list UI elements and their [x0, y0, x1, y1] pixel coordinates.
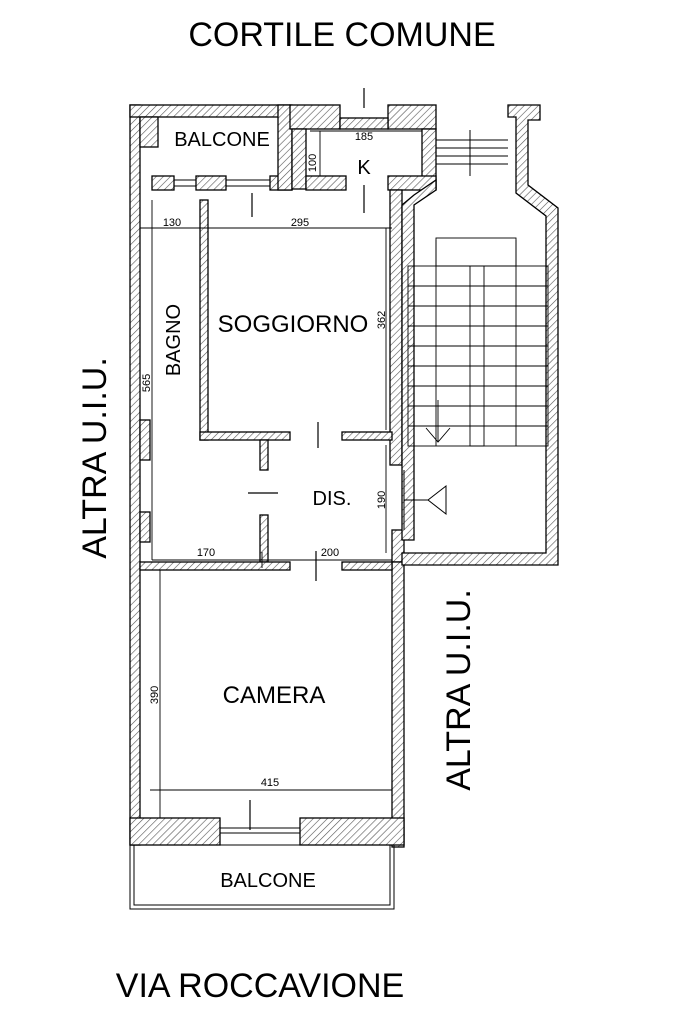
wall-kitchen-top-a — [289, 104, 341, 130]
label-altra-uiu-left: ALTRA U.I.U. — [76, 357, 114, 559]
wall-living-bottom-b — [341, 431, 393, 441]
dim-hall-width-2: 200 — [321, 547, 339, 559]
stairs-landing — [435, 237, 517, 267]
entrance-triangle-icon — [427, 484, 447, 516]
wall-balcone-base-left — [151, 175, 175, 191]
stairs — [407, 237, 549, 447]
dim-living-height: 362 — [376, 311, 388, 329]
dim-hall-width-1: 170 — [197, 547, 215, 559]
wall-living-bottom-a — [199, 431, 291, 441]
label-altra-uiu-right: ALTRA U.I.U. — [440, 589, 478, 791]
wall-bedroom-right — [391, 561, 405, 848]
wall-bottom-left — [129, 817, 221, 846]
wall-top-left — [129, 104, 291, 118]
label-kitchen: K — [357, 157, 371, 179]
wall-left — [129, 104, 141, 846]
wall-kitchen-bottom-left — [305, 175, 347, 191]
walls — [129, 104, 437, 848]
wall-living-right — [389, 189, 403, 466]
balcone-bottom — [129, 827, 395, 910]
wall-left-bump-2 — [139, 511, 151, 543]
label-balcone-bottom: BALCONE — [220, 870, 316, 892]
stairs-outline — [407, 265, 549, 447]
wall-bedroom-top-b — [341, 561, 393, 571]
wall-balcone-post-left — [139, 116, 159, 148]
stairwell-wall — [401, 104, 559, 566]
wall-stub-lower — [259, 514, 269, 563]
label-camera: CAMERA — [223, 682, 326, 709]
stairs-core — [469, 265, 485, 447]
label-via-roccavione: VIA ROCCAVIONE — [116, 967, 404, 1005]
label-dis: DIS. — [313, 488, 352, 510]
door-marks — [248, 88, 365, 830]
wall-kitchen-sill — [339, 117, 389, 130]
dim-bath-width: 130 — [163, 217, 181, 229]
dim-bedroom-width: 415 — [261, 777, 279, 789]
label-bagno: BAGNO — [163, 304, 185, 376]
window-kitchen-side — [436, 130, 508, 176]
stairwell — [401, 104, 559, 566]
wall-living-left — [199, 199, 209, 441]
dim-living-width: 295 — [291, 217, 309, 229]
wall-kitchen-top-b — [387, 104, 437, 130]
stairwell-left-wall — [401, 178, 437, 541]
dimension-lines — [140, 130, 422, 818]
wall-left-bump-1 — [139, 419, 151, 461]
wall-kitchen-left — [291, 128, 307, 190]
dim-kitchen-height: 100 — [307, 154, 319, 172]
wall-balcone-base-mid — [195, 175, 227, 191]
label-soggiorno: SOGGIORNO — [218, 311, 369, 338]
dim-bedroom-height: 390 — [149, 686, 161, 704]
wall-stub-upper — [259, 439, 269, 471]
wall-bedroom-top-a — [139, 561, 291, 571]
entrance-marker — [403, 470, 447, 530]
window-balcone-top — [174, 179, 270, 187]
label-balcone-top: BALCONE — [174, 129, 270, 151]
dim-kitchen-width: 185 — [355, 131, 373, 143]
dim-hall-height: 190 — [376, 491, 388, 509]
wall-bottom-right — [299, 817, 405, 846]
label-cortile-comune: CORTILE COMUNE — [188, 16, 495, 54]
dim-bath-height: 565 — [141, 374, 153, 392]
